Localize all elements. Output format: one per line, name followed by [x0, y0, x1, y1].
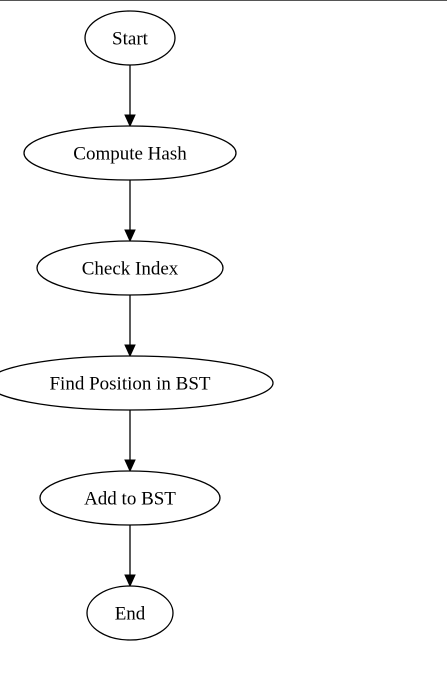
arrow-head-icon	[124, 114, 136, 128]
node-compute-hash-shape	[23, 125, 237, 181]
node-find-position-label: Find Position in BST	[49, 374, 210, 395]
node-end-label: End	[115, 604, 146, 625]
node-end-shape	[86, 585, 174, 641]
node-add-to-bst: Add to BST	[39, 470, 221, 526]
node-find-position: Find Position in BST	[0, 355, 274, 411]
node-add-to-bst-label: Add to BST	[84, 489, 176, 510]
edge-find-position-to-add-to-bst	[124, 410, 136, 473]
edges-layer	[124, 65, 136, 588]
node-find-position-shape	[0, 355, 274, 411]
arrow-head-icon	[124, 574, 136, 588]
node-check-index-shape	[36, 240, 224, 296]
arrow-head-icon	[124, 459, 136, 473]
node-add-to-bst-shape	[39, 470, 221, 526]
edge-check-index-to-find-position	[124, 295, 136, 358]
arrow-head-icon	[124, 229, 136, 243]
node-compute-hash: Compute Hash	[23, 125, 237, 181]
node-check-index-label: Check Index	[82, 259, 179, 280]
edge-add-to-bst-to-end	[124, 525, 136, 588]
edge-start-to-compute-hash	[124, 65, 136, 128]
edge-compute-hash-to-check-index	[124, 180, 136, 243]
node-start-shape	[84, 10, 176, 66]
node-start: Start	[84, 10, 176, 66]
node-end: End	[86, 585, 174, 641]
node-compute-hash-label: Compute Hash	[73, 144, 187, 165]
node-start-label: Start	[112, 29, 149, 50]
node-check-index: Check Index	[36, 240, 224, 296]
arrow-head-icon	[124, 344, 136, 358]
